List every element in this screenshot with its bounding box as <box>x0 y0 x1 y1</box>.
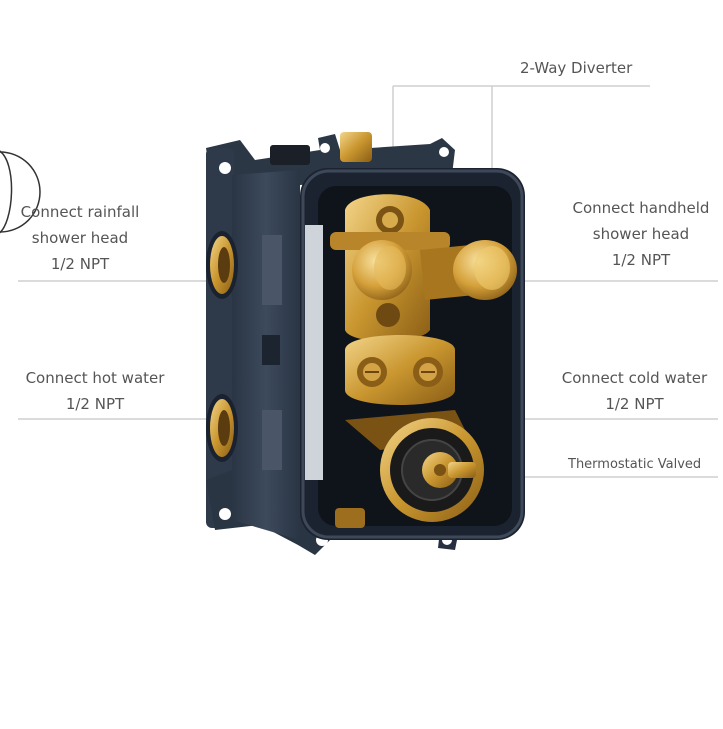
label-cold-line1: Connect cold water <box>561 369 708 387</box>
label-hot-line1: Connect hot water <box>25 369 165 387</box>
label-cold-line2: 1/2 NPT <box>605 395 664 413</box>
label-2-way-diverter: 2-Way Diverter <box>520 55 632 81</box>
label-hot-line2: 1/2 NPT <box>65 395 125 413</box>
bottom-brass-stub <box>335 508 365 528</box>
label-handheld-line1: Connect handheld <box>572 199 710 217</box>
diverter-knob-right <box>420 240 517 300</box>
label-rainfall-line1: Connect rainfall <box>20 203 140 221</box>
rainfall-inlet-port <box>206 231 238 299</box>
partial-circle-arc <box>0 150 13 234</box>
top-brass-stub <box>340 132 372 162</box>
label-connect-hot-water: Connect hot water 1/2 NPT <box>10 365 180 417</box>
label-connect-cold-water: Connect cold water 1/2 NPT <box>552 365 717 417</box>
mixing-block <box>345 335 455 405</box>
partial-circle-outline <box>0 151 41 233</box>
label-connect-handheld: Connect handheld shower head 1/2 NPT <box>565 195 717 273</box>
label-handheld-line3: 1/2 NPT <box>611 251 671 269</box>
label-connect-rainfall: Connect rainfall shower head 1/2 NPT <box>10 199 150 277</box>
label-handheld-line2: shower head <box>592 225 690 243</box>
hot-water-inlet-port <box>206 394 238 462</box>
housing-front-rim <box>301 169 524 539</box>
front-sticker <box>305 225 323 480</box>
side-warning-sticker <box>262 410 282 470</box>
label-thermo-line1: Thermostatic Valved <box>568 457 702 472</box>
label-diverter-line1: 2-Way Diverter <box>520 59 633 77</box>
side-tab <box>262 335 280 365</box>
label-thermostatic-valved: Thermostatic Valved <box>568 452 701 478</box>
thermostatic-cartridge <box>345 410 484 522</box>
top-dark-stub <box>270 145 310 165</box>
side-label-sticker <box>262 235 282 305</box>
label-rainfall-line3: 1/2 NPT <box>50 255 110 273</box>
label-rainfall-line2: shower head <box>31 229 129 247</box>
diverter-knob-left <box>352 240 412 300</box>
